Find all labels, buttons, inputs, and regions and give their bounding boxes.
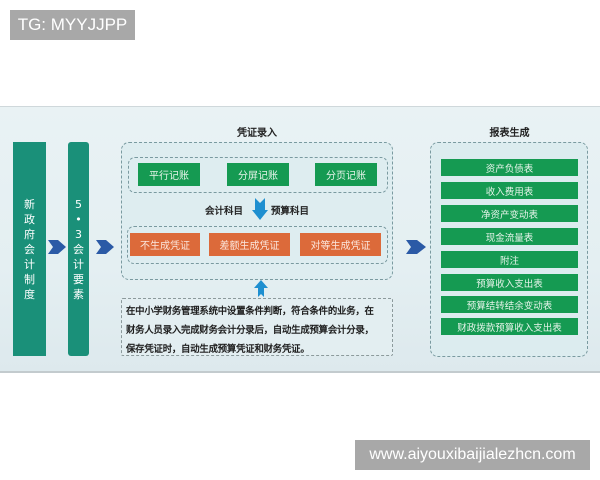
entry-mode-group xyxy=(128,157,388,193)
bar-char: 要 xyxy=(73,272,84,286)
bar-char: 制 xyxy=(24,272,35,286)
bar-char: 会 xyxy=(24,242,35,256)
arrow-down-icon xyxy=(252,198,268,220)
voucher-entry-title: 凭证录入 xyxy=(237,128,277,139)
report-budget-carryover-change: 预算结转结余变动表 xyxy=(441,296,578,313)
report-generation-box: 资产负债表 收入费用表 净资产变动表 现金流量表 附注 预算收入支出表 预算结转… xyxy=(430,142,588,357)
description-line: 财务人员录入完成财务会计分录后，自动生成预算会计分录， xyxy=(126,325,374,336)
split-page-entry-box: 分页记账 xyxy=(315,163,377,186)
bar-char: 计 xyxy=(24,257,35,271)
generation-mode-group xyxy=(127,226,388,264)
bar-char: 会 xyxy=(73,242,84,256)
five-three-accounting-elements-bar: 5 • 3 会 计 要 素 xyxy=(68,142,89,356)
bar-char: 府 xyxy=(24,227,35,241)
report-income-expense: 收入费用表 xyxy=(441,182,578,199)
budget-subject-label: 预算科目 xyxy=(271,206,310,217)
watermark-tag-bottom: www.aiyouxibaijialezhcn.com xyxy=(355,440,590,470)
report-fiscal-appropriation: 财政拨款预算收入支出表 xyxy=(441,318,578,335)
description-line: 在中小学财务管理系统中设置条件判断，符合条件的业务，在 xyxy=(126,306,374,317)
report-generation-title: 报表生成 xyxy=(489,128,530,139)
equal-voucher-generation-box: 对等生成凭证 xyxy=(300,233,381,256)
bar-char: • xyxy=(75,212,82,226)
watermark-tag-bottom-text: www.aiyouxibaijialezhcn.com xyxy=(369,446,576,463)
bar-char: 3 xyxy=(75,227,82,241)
parallel-entry-box: 平行记账 xyxy=(138,163,200,186)
bar-char: 政 xyxy=(24,212,35,226)
arrow-right-icon xyxy=(406,239,426,255)
report-balance-sheet: 资产负债表 xyxy=(441,159,578,176)
new-government-accounting-system-bar: 新 政 府 会 计 制 度 xyxy=(13,142,46,356)
description-box: 在中小学财务管理系统中设置条件判断，符合条件的业务，在 财务人员录入完成财务会计… xyxy=(121,298,393,356)
description-line: 保存凭证时，自动生成预算凭证和财务凭证。 xyxy=(126,344,310,355)
split-screen-entry-box: 分屏记账 xyxy=(227,163,289,186)
difference-voucher-generation-box: 差额生成凭证 xyxy=(209,233,290,256)
arrow-right-icon xyxy=(96,239,114,255)
bar-char: 5 xyxy=(75,197,82,211)
report-notes: 附注 xyxy=(441,251,578,268)
accounting-subject-label: 会计科目 xyxy=(205,206,244,217)
bar-char: 素 xyxy=(73,287,84,301)
watermark-tag-top: TG: MYYJJPP xyxy=(10,10,135,40)
report-cash-flow: 现金流量表 xyxy=(441,228,578,245)
report-budget-income-expense: 预算收入支出表 xyxy=(441,274,578,291)
bar-char: 新 xyxy=(24,197,35,211)
bar-char: 度 xyxy=(24,287,35,301)
no-voucher-generation-box: 不生成凭证 xyxy=(130,233,200,256)
watermark-tag-top-text: TG: MYYJJPP xyxy=(17,15,128,34)
arrow-right-icon xyxy=(48,239,66,255)
report-net-assets-change: 净资产变动表 xyxy=(441,205,578,222)
bar-char: 计 xyxy=(73,257,84,271)
arrow-up-icon xyxy=(254,280,268,297)
